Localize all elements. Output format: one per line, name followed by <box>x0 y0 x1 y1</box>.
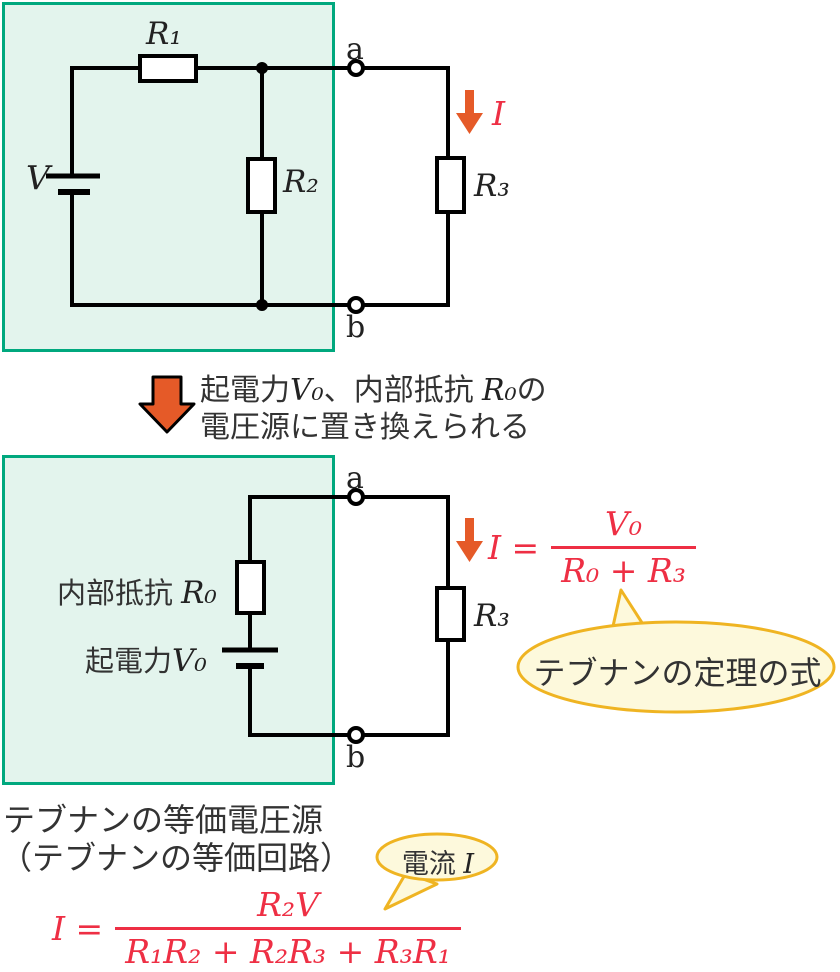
thevenin-formula-bubble <box>516 620 836 714</box>
note-text: 、内部抵抗 <box>323 374 483 407</box>
v0-symbol: V₀ <box>290 373 324 408</box>
highlight-box-equivalent-source <box>2 455 335 785</box>
formula-lhs: I = <box>52 908 104 948</box>
current-bubble <box>375 832 499 882</box>
r2-label: R₂ <box>283 164 319 200</box>
terminal-a-circle <box>347 59 365 77</box>
equivalent-circuit-wires <box>248 495 450 737</box>
fraction: R₂V R₁R₂ + R₂R₃ + R₃R₁ <box>115 886 461 971</box>
terminal-b-circle <box>347 726 365 744</box>
footer-caption-line1: テブナンの等価電圧源 <box>3 802 324 838</box>
fraction-bar <box>115 926 461 930</box>
terminal-a-label: a <box>346 461 364 496</box>
emf-label: 起電力V₀ <box>85 638 207 680</box>
fraction-numerator: V₀ <box>605 504 643 543</box>
label-text: 起電力 <box>85 646 173 678</box>
r3-label: R₃ <box>474 168 510 204</box>
transform-note-line1: 起電力V₀、内部抵抗 R₀の <box>200 365 547 409</box>
bubble-text: 電流 <box>401 849 464 879</box>
current-bubble-label: 電流 I <box>380 842 496 881</box>
resistor-r1 <box>138 54 198 83</box>
note-text: の <box>516 374 547 407</box>
current-arrow-icon <box>456 90 483 134</box>
footer-caption-line2: （テブナンの等価回路） <box>0 840 353 876</box>
transform-note-line2: 電圧源に置き換えられる <box>200 411 530 444</box>
terminal-a-label: a <box>346 32 364 67</box>
v0-symbol: V₀ <box>172 643 207 679</box>
combined-current-formula: I = R₂V R₁R₂ + R₂R₃ + R₃R₁ <box>52 886 461 971</box>
r0-symbol: R₀ <box>181 575 217 611</box>
resistor-r3 <box>435 156 466 214</box>
current-arrow-icon <box>456 518 483 562</box>
terminal-a-circle <box>347 488 365 506</box>
resistor-r3-equivalent <box>435 586 466 642</box>
fraction: V₀ R₀ + R₃ <box>551 505 696 590</box>
thevenin-current-formula: I = V₀ R₀ + R₃ <box>488 505 696 590</box>
fraction-denominator: R₀ + R₃ <box>561 550 686 590</box>
note-text: 起電力 <box>200 374 290 407</box>
resistor-r2 <box>246 157 277 214</box>
current-label: I <box>492 94 506 133</box>
internal-resistance-label: 内部抵抗 R₀ <box>57 570 217 612</box>
node-dot <box>256 299 268 311</box>
fraction-denominator: R₁R₂ + R₂R₃ + R₃R₁ <box>125 931 451 971</box>
thevenin-bubble-label: テブナンの定理の式 <box>533 655 822 691</box>
block-down-arrow-icon <box>138 375 196 434</box>
fraction-numerator: R₂V <box>257 885 319 924</box>
fraction-bar <box>551 545 696 549</box>
voltage-source-label: V <box>26 158 50 197</box>
formula-lhs: I = <box>488 527 540 567</box>
r0-symbol: R₀ <box>482 373 517 408</box>
top-circuit-wires <box>70 66 450 307</box>
terminal-b-label: b <box>346 310 366 345</box>
current-symbol: I <box>463 849 475 880</box>
node-dot <box>256 62 268 74</box>
terminal-b-label: b <box>346 740 366 775</box>
terminal-b-circle <box>347 296 365 314</box>
r3-label: R₃ <box>474 598 510 634</box>
resistor-r0 <box>235 560 266 615</box>
r1-label: R₁ <box>146 16 182 52</box>
label-text: 内部抵抗 <box>57 578 182 610</box>
